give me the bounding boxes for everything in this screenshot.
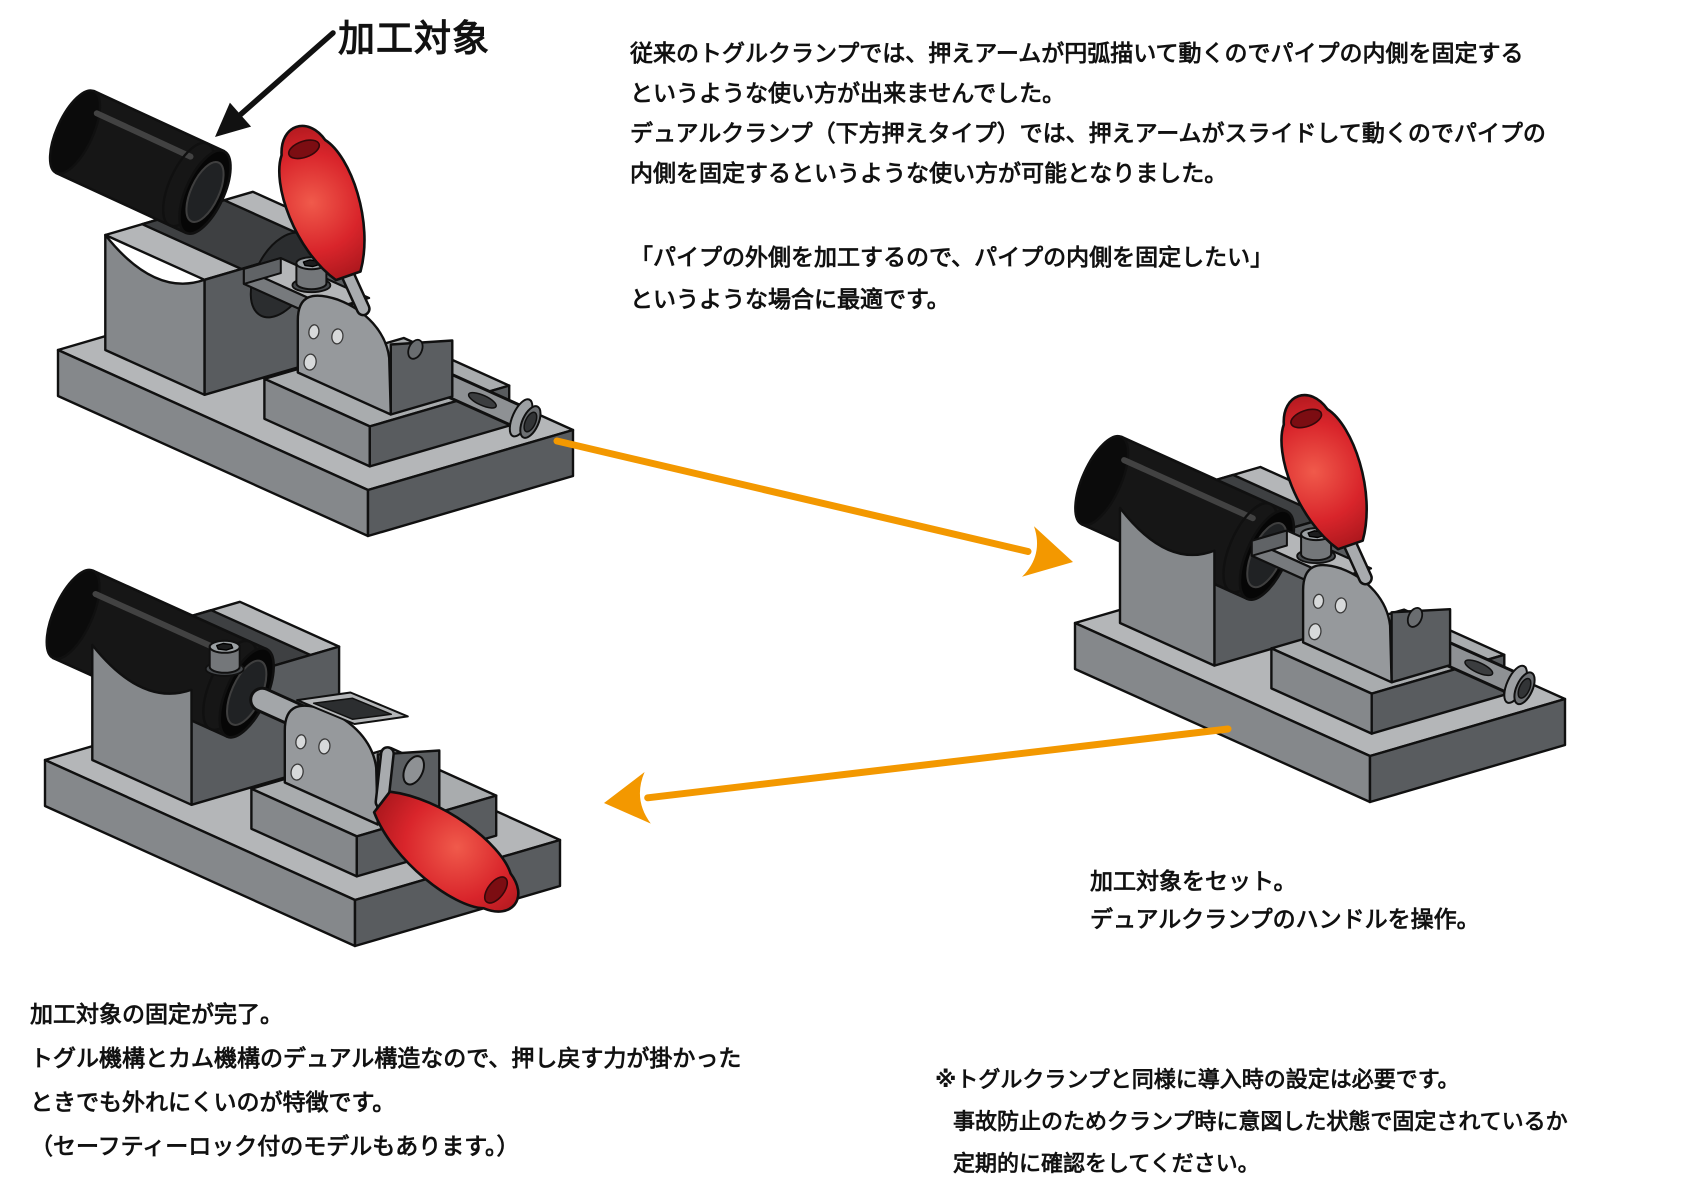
text-line: ※トグルクランプと同様に導入時の設定は必要です。 [935, 1067, 1460, 1092]
clamp-step3-illustration [43, 568, 562, 948]
text-line: というような場合に最適です。 [630, 286, 950, 312]
text-line: 定期的に確認をしてください。 [953, 1151, 1260, 1176]
text-line: 加工対象の固定が完了。 [30, 1001, 283, 1027]
text-line: トグル機構とカム機構のデュアル構造なので、押し戻す力が掛かった [30, 1045, 742, 1071]
flow-arrow-step2-to-step3-icon [604, 725, 1232, 824]
annotation-arrow-icon [215, 30, 336, 137]
flow-arrow-step1-to-step2-icon [553, 437, 1073, 577]
text-line: デュアルクランプ（下方押えタイプ）では、押えアームがスライドして動くのでパイプの [630, 120, 1546, 146]
text-line: 事故防止のためクランプ時に意図した状態で固定されているか [953, 1109, 1568, 1134]
text-line: デュアルクランプのハンドルを操作。 [1090, 906, 1480, 932]
processing-target-label: 加工対象 [338, 18, 490, 59]
text-line: ときでも外れにくいのが特徴です。 [30, 1089, 396, 1115]
intro-paragraph: 従来のトグルクランプでは、押えアームが円弧描いて動くのでパイプの内側を固定する … [630, 33, 1546, 193]
usecase-paragraph: 「パイプの外側を加工するので、パイプの内側を固定したい」 というような場合に最適… [630, 236, 1273, 320]
step2-caption: 加工対象をセット。 デュアルクランプのハンドルを操作。 [1090, 862, 1480, 938]
text-line: というような使い方が出来ませんでした。 [630, 80, 1066, 106]
clamp-step2-illustration [1073, 393, 1567, 804]
step3-caption: 加工対象の固定が完了。 トグル機構とカム機構のデュアル構造なので、押し戻す力が掛… [30, 992, 741, 1168]
text-line: 従来のトグルクランプでは、押えアームが円弧描いて動くのでパイプの内側を固定する [630, 40, 1524, 66]
footnote: ※トグルクランプと同様に導入時の設定は必要です。 事故防止のためクランプ時に意図… [935, 1059, 1568, 1185]
clamp-step1-illustration [48, 89, 575, 538]
text-line: （セーフティーロック付のモデルもあります。） [30, 1133, 520, 1159]
text-line: 加工対象をセット。 [1090, 868, 1297, 894]
text-line: 「パイプの外側を加工するので、パイプの内側を固定したい」 [630, 244, 1274, 270]
text-line: 内側を固定するというような使い方が可能となりました。 [630, 160, 1228, 186]
